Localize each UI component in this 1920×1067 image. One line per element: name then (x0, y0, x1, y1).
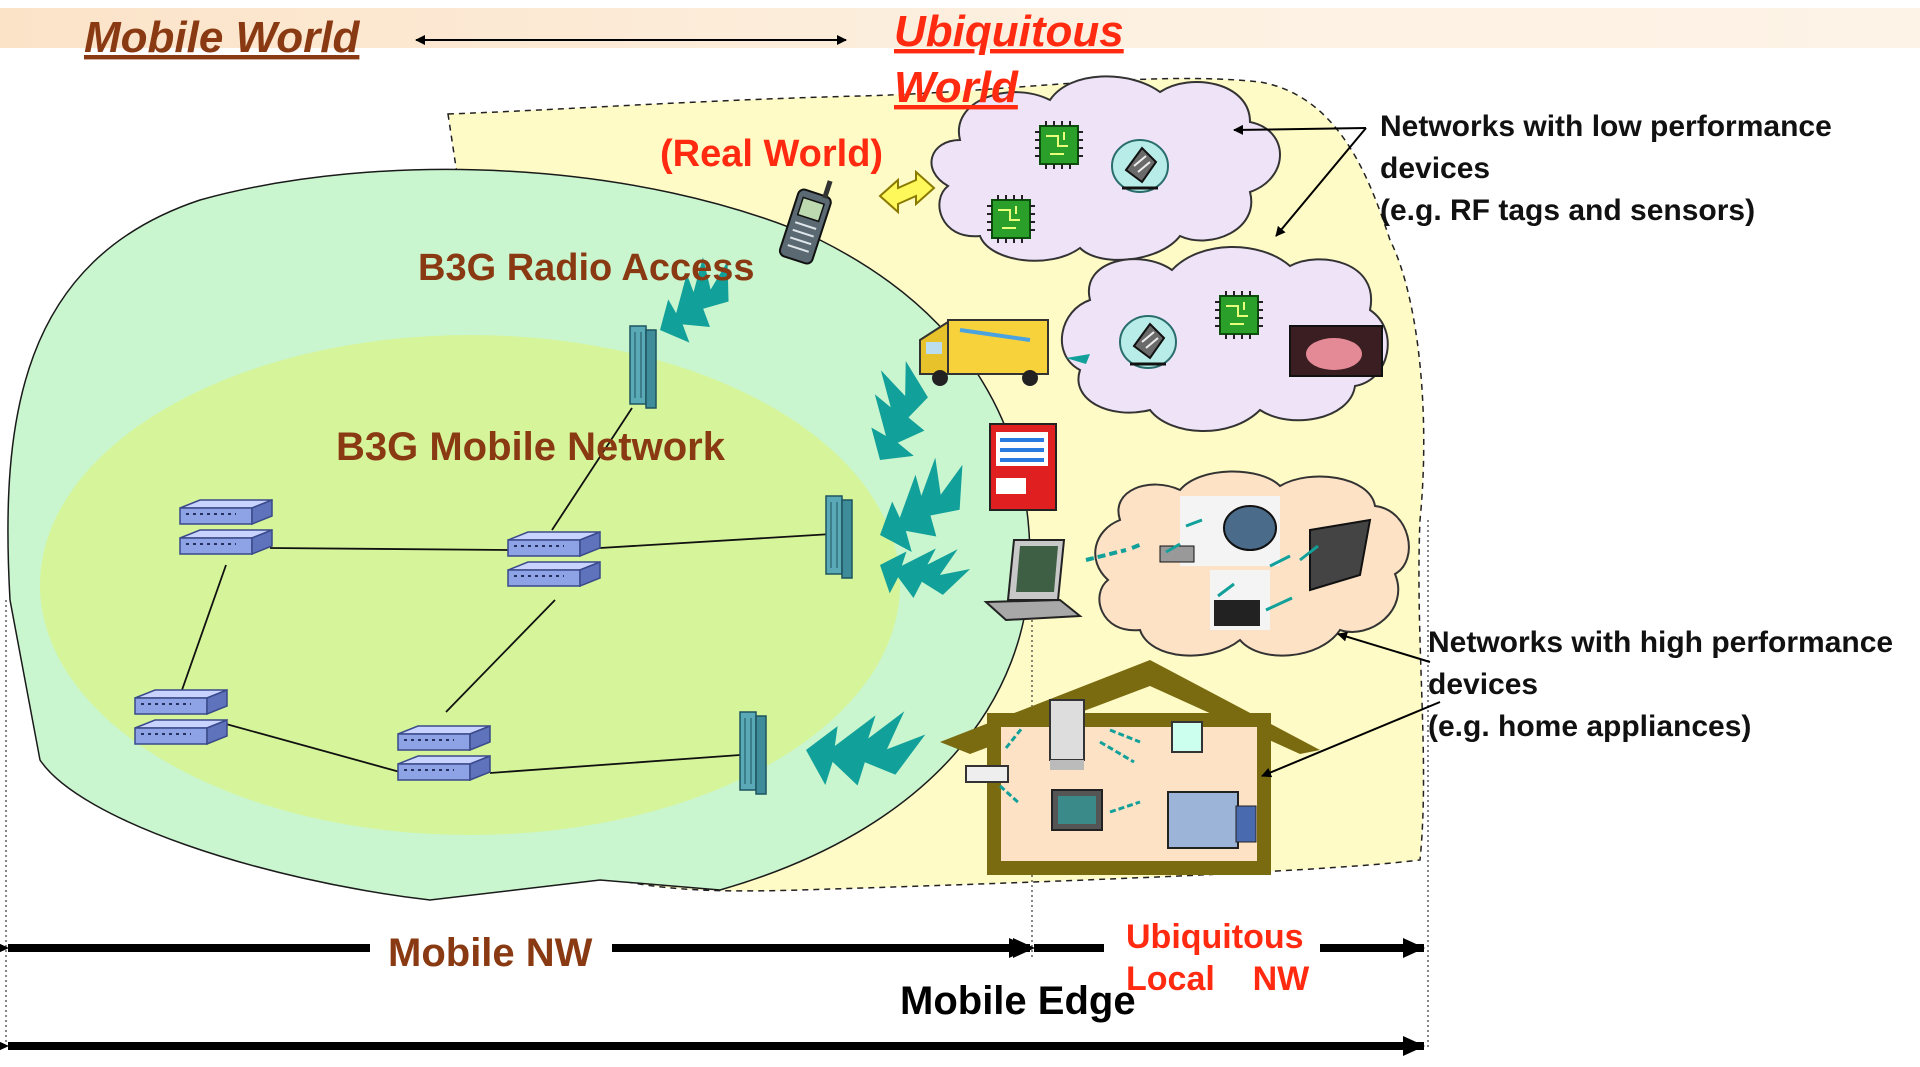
radio-access-label: B3G Radio Access (418, 247, 755, 289)
ubiquitous-local-nw-line1: Ubiquitous (1126, 918, 1304, 956)
real-world-link-arrow (878, 169, 936, 215)
base-station (629, 325, 657, 409)
ubiquitous-world-title-line2: World (894, 63, 1019, 112)
rf-tag-chip-icon (1214, 290, 1264, 340)
sensor-icon (1118, 314, 1178, 370)
home-network-house (940, 660, 1320, 875)
ubiquitous-local-nw-line2: Local NW (1126, 960, 1310, 998)
mobile-network-label: B3G Mobile Network (336, 425, 726, 469)
rf-tag-chip-icon (1034, 120, 1084, 170)
b3g-mobile-network-area (40, 335, 900, 835)
high-performance-line2: devices (1428, 668, 1538, 701)
mobile-edge-label: Mobile Edge (900, 979, 1136, 1023)
ubiquitous-world-title-line1: Ubiquitous (894, 7, 1124, 56)
mobile-nw-label: Mobile NW (388, 931, 593, 975)
sensor-icon (1110, 138, 1170, 194)
annotation-arrows (415, 35, 1441, 778)
base-station (825, 495, 853, 579)
low-performance-line3: (e.g. RF tags and sensors) (1380, 194, 1755, 227)
high-performance-line3: (e.g. home appliances) (1428, 710, 1751, 743)
mobile-phone-icon (778, 180, 833, 265)
laptop-link (1085, 542, 1143, 562)
low-performance-line2: devices (1380, 152, 1490, 185)
rf-tag-chip-icon (986, 194, 1036, 244)
low-performance-note: Networks with low performance devices (e… (1380, 110, 1832, 227)
base-station (739, 711, 767, 795)
high-performance-line1: Networks with high performance (1428, 626, 1893, 659)
delivery-truck-icon (919, 319, 1049, 386)
vending-machine-icon (989, 423, 1057, 511)
high-performance-note: Networks with high performance devices (… (1428, 626, 1893, 743)
sensor-cloud-middle (1061, 246, 1389, 432)
title-band (0, 8, 1920, 48)
backbone-links (181, 407, 833, 774)
low-performance-line1: Networks with low performance (1380, 110, 1832, 143)
camera-devices (1159, 496, 1372, 630)
real-world-label: (Real World) (660, 133, 883, 175)
span-arrows (0, 938, 1425, 1056)
truck-link-arrow (1066, 354, 1090, 364)
mobile-world-title: Mobile World (84, 13, 361, 62)
laptop-icon (983, 539, 1083, 622)
